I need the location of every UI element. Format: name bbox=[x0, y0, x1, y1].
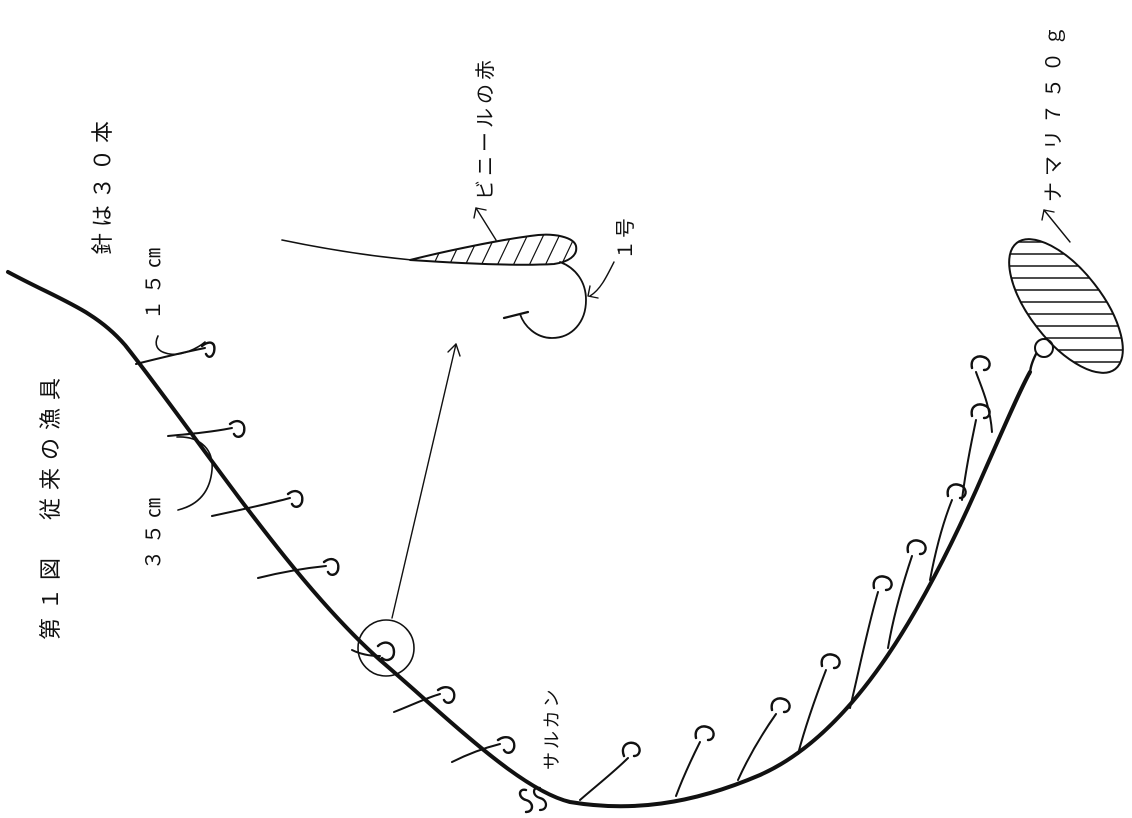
sinker-connector bbox=[1030, 354, 1036, 374]
hook-icon bbox=[378, 643, 394, 660]
branch-line bbox=[580, 758, 628, 800]
hook-icon bbox=[202, 343, 214, 357]
hook-icon bbox=[874, 576, 892, 590]
spacing-long-bracket bbox=[177, 437, 212, 510]
sinker-outline bbox=[988, 221, 1132, 391]
hook-barb bbox=[504, 312, 528, 318]
branch-line bbox=[136, 348, 205, 364]
branch-line bbox=[168, 428, 232, 436]
hook-size-arrowhead bbox=[588, 286, 598, 298]
zoom-arrow bbox=[392, 344, 456, 618]
lure-label: ビニールの赤 bbox=[473, 56, 497, 200]
figure-title: 第１図 従来の漁具 bbox=[39, 370, 64, 640]
sinker-eye bbox=[1035, 339, 1053, 357]
spacing-short-bracket bbox=[156, 336, 205, 354]
spacing-long-label: ３５㎝ bbox=[141, 492, 165, 570]
hook-icon bbox=[822, 654, 840, 668]
hook-icon bbox=[908, 540, 926, 554]
branch-line bbox=[676, 742, 700, 796]
hook-detail-icon bbox=[520, 262, 586, 338]
branch-line bbox=[976, 372, 992, 432]
branch-line bbox=[962, 420, 976, 500]
spacing-short-label: １５㎝ bbox=[141, 242, 165, 320]
hook-icon bbox=[438, 687, 454, 703]
branch-line bbox=[394, 694, 440, 712]
hook-icon bbox=[972, 356, 990, 370]
lure-label-arrowhead bbox=[474, 208, 486, 218]
hook-icon bbox=[696, 726, 714, 740]
hook-icon bbox=[498, 737, 514, 753]
leader-line bbox=[282, 240, 412, 260]
hook-size-label: １号 bbox=[613, 216, 637, 260]
hook-icon bbox=[623, 743, 640, 756]
hook-count-label: 針は３０本 bbox=[91, 115, 116, 255]
swivel-icon bbox=[520, 790, 532, 812]
sinker-label-arrow bbox=[1044, 210, 1070, 242]
branch-line bbox=[352, 650, 380, 656]
lure-label-arrow bbox=[476, 208, 496, 240]
swivel-label: サルカン bbox=[542, 687, 563, 770]
branch-lines-left bbox=[136, 343, 514, 762]
hook-icon bbox=[772, 698, 790, 712]
hook-size-leader bbox=[590, 262, 614, 296]
branch-lines-right bbox=[580, 356, 992, 800]
sinker bbox=[988, 221, 1132, 391]
enlarged-hook bbox=[282, 230, 586, 338]
sinker-label: ナマリ７５０ｇ bbox=[1041, 20, 1065, 202]
